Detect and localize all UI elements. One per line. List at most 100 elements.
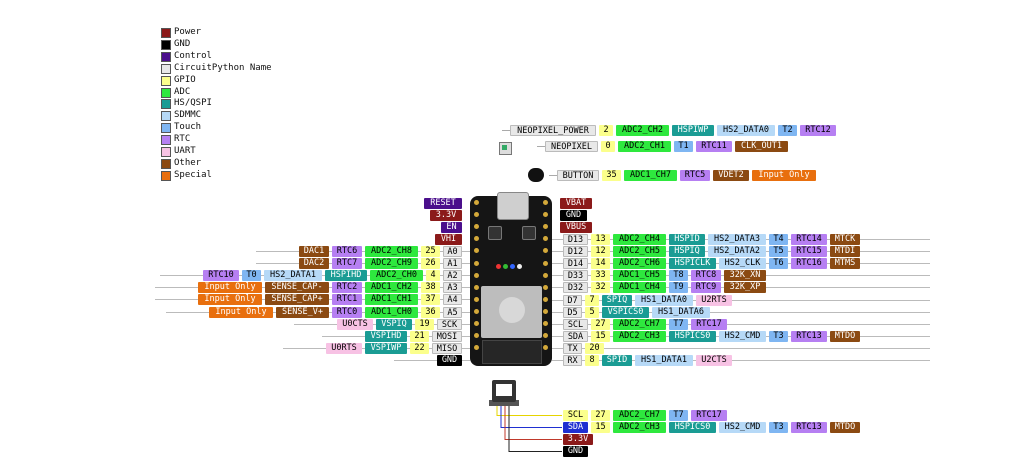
legend-label-power: Power <box>174 27 202 37</box>
header-pin-icon <box>474 200 479 205</box>
top-button-label: BUTTON <box>557 170 599 181</box>
led-blue-icon <box>510 264 515 269</box>
right-d33-label: D33 <box>563 270 588 281</box>
left-dac1-label: DAC1 <box>299 246 329 257</box>
stemma-sda-label: SDA <box>563 422 588 433</box>
header-pin-icon <box>474 212 479 218</box>
right-mtdi-label: MTDI <box>830 246 860 257</box>
right-sda-label: SDA <box>563 331 588 342</box>
reset-button-icon <box>488 226 502 240</box>
left-hspihd-label: HSPIHD <box>325 270 367 281</box>
right-u2cts-label: U2CTS <box>696 355 732 366</box>
legend-label-uart: UART <box>174 146 196 156</box>
legend-label-other: Other <box>174 157 202 168</box>
right-d5-label: D5 <box>563 307 582 318</box>
top-adc1-ch7-label: ADC1_CH7 <box>624 170 677 181</box>
stemma-rtc13-label: RTC13 <box>791 422 827 433</box>
left-36-label: 36 <box>421 307 440 318</box>
left-sense-v-label: SENSE_V+ <box>276 307 329 318</box>
top-neopixel-label: NEOPIXEL <box>545 141 598 152</box>
right-u2rts-label: U2RTS <box>696 295 732 306</box>
header-pin-icon <box>474 272 479 278</box>
right-adc1-ch5-label: ADC1_CH5 <box>613 270 666 281</box>
left-a1-label: A1 <box>443 258 462 269</box>
right-hspics0-label: HSPICS0 <box>669 331 716 342</box>
left-rtc2-label: RTC2 <box>332 282 362 293</box>
legend-label-gpio: GPIO <box>174 74 196 85</box>
left-input-only-label: Input Only <box>198 282 262 293</box>
legend-label-circuitpython-name: CircuitPython Name <box>174 62 272 73</box>
left-rtc6-label: RTC6 <box>332 246 362 257</box>
right-t3-label: T3 <box>769 331 788 342</box>
right-spid-label: SPID <box>602 355 632 366</box>
right-tx-label: TX <box>563 343 582 354</box>
legend-label-adc: ADC <box>174 86 191 97</box>
right-rx-label: RX <box>563 355 582 366</box>
header-pin-icon <box>474 333 479 339</box>
right-20-label: 20 <box>585 343 604 354</box>
left-sense-cap-label: SENSE_CAP- <box>265 282 329 293</box>
right-mtck-label: MTCK <box>830 234 860 245</box>
legend-swatch-adc <box>161 87 171 98</box>
right-t9-label: T9 <box>669 282 688 293</box>
right-hspid-label: HSPID <box>669 234 705 245</box>
right-hspiclk-label: HSPICLK <box>669 258 716 269</box>
top-vdet2-label: VDET2 <box>713 170 749 181</box>
header-pin-icon <box>474 260 479 266</box>
header-pin-icon <box>543 200 548 205</box>
header-pin-icon <box>474 224 479 230</box>
legend-swatch-gnd <box>161 39 171 50</box>
right-t8-label: T8 <box>669 270 688 281</box>
left-rtc1-label: RTC1 <box>332 294 362 305</box>
board-left-vhi-label: VHI <box>435 234 462 245</box>
right-13-label: 13 <box>591 234 610 245</box>
left-u0cts-label: U0CTS <box>337 319 373 330</box>
stemma-qt-base-icon <box>489 400 519 406</box>
header-pin-icon <box>543 308 548 314</box>
top-35-label: 35 <box>602 170 621 181</box>
board-left-3-3v-label: 3.3V <box>430 210 462 221</box>
usb-c-port-icon <box>497 192 529 220</box>
header-pin-icon <box>474 308 479 314</box>
stemma-t3-label: T3 <box>769 422 788 433</box>
header-pin-icon <box>543 248 548 254</box>
top-t1-label: T1 <box>674 141 693 152</box>
left-22-label: 22 <box>410 343 429 354</box>
header-pin-icon <box>543 321 548 326</box>
right-d12-label: D12 <box>563 246 588 257</box>
board-left-reset-label: RESET <box>424 198 462 209</box>
right-d14-label: D14 <box>563 258 588 269</box>
right-32-label: 32 <box>591 282 610 293</box>
header-pin-icon <box>543 260 548 266</box>
left-19-label: 19 <box>415 319 434 330</box>
stemma-rtc17-label: RTC17 <box>691 410 727 421</box>
left-21-label: 21 <box>410 331 429 342</box>
left-adc1-ch0-label: ADC1_CH0 <box>365 307 418 318</box>
top-input-only-label: Input Only <box>752 170 816 181</box>
right-hs1-data0-label: HS1_DATA0 <box>635 295 693 306</box>
right-7-label: 7 <box>585 295 599 306</box>
right-hs1-data6-label: HS1_DATA6 <box>652 307 710 318</box>
left-adc2-ch8-label: ADC2_CH8 <box>365 246 418 257</box>
header-pin-icon <box>543 284 548 290</box>
stemma-27-label: 27 <box>591 410 610 421</box>
top-2-label: 2 <box>599 125 613 136</box>
legend-label-sdmmc: SDMMC <box>174 110 202 121</box>
boot0-button-icon <box>522 226 536 240</box>
legend-swatch-special <box>161 170 171 181</box>
stemma-wire <box>508 404 562 452</box>
left-rtc10-label: RTC10 <box>203 270 239 281</box>
stemma-t7-label: T7 <box>669 410 688 421</box>
stemma-wire <box>500 404 562 428</box>
board-left-en-label: EN <box>441 222 462 233</box>
left-adc2-ch9-label: ADC2_CH9 <box>365 258 418 269</box>
right-rtc17-label: RTC17 <box>691 319 727 330</box>
top-0-label: 0 <box>601 141 615 152</box>
top-rtc11-label: RTC11 <box>696 141 732 152</box>
stemma-mtdo-label: MTDO <box>830 422 860 433</box>
header-pin-icon <box>474 236 479 242</box>
header-pin-icon <box>474 345 479 351</box>
right-rtc16-label: RTC16 <box>791 258 827 269</box>
right-t4-label: T4 <box>769 234 788 245</box>
right-t6-label: T6 <box>769 258 788 269</box>
